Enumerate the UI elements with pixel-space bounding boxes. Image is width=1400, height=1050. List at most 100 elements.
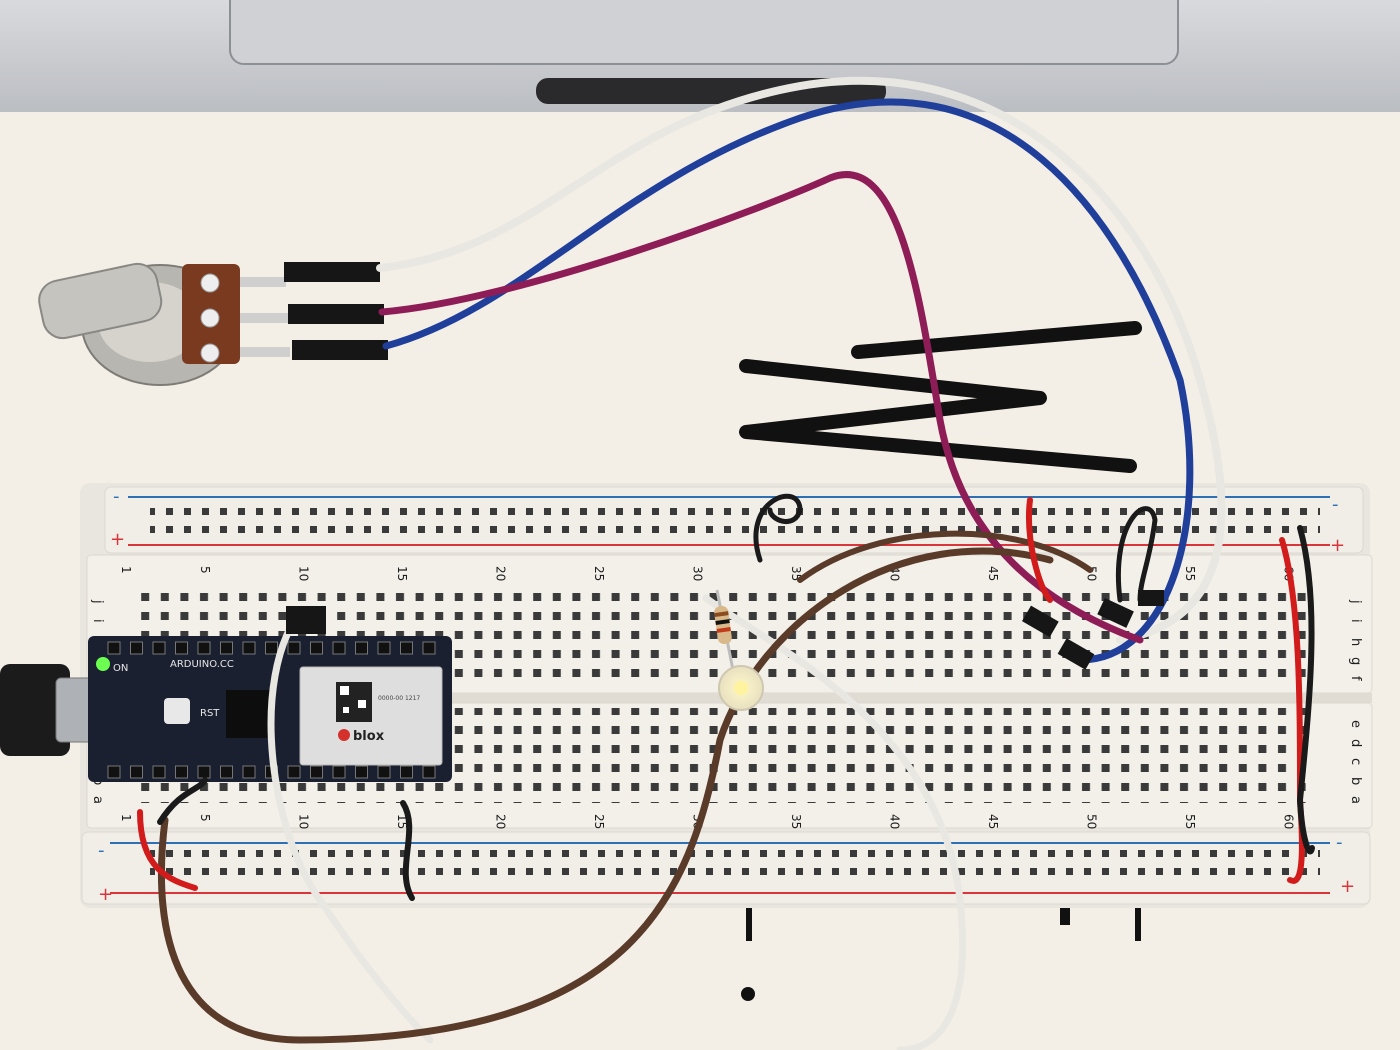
header-pin: [152, 765, 166, 779]
rail-minus-bottom-right: -: [1336, 832, 1343, 853]
header-pin: [377, 641, 391, 655]
column-number-bottom: 35: [789, 814, 803, 829]
row-letter-right: f: [1348, 676, 1363, 681]
header-pin: [107, 641, 121, 655]
rail-plus-top-right: +: [1330, 535, 1345, 556]
header-pin: [220, 641, 233, 655]
header-pin: [422, 765, 436, 779]
wire-black-bottom-jumper: [400, 800, 415, 901]
header-pin: [310, 765, 323, 779]
header-pin: [175, 765, 188, 779]
rail-plus-bottom-right: +: [1340, 876, 1355, 897]
wire-white-long: [267, 608, 434, 1044]
power-led-icon: [96, 657, 110, 671]
column-number-bottom: 1: [119, 814, 133, 822]
header-pin: [400, 641, 413, 655]
header-pin: [310, 641, 323, 655]
column-number-bottom: 60: [1281, 814, 1295, 829]
column-number-bottom: 15: [395, 814, 409, 829]
usb-cable: [0, 664, 70, 756]
jumper-connector-top: [286, 606, 326, 634]
row-letter-right: c: [1348, 758, 1363, 765]
row-letter-right: j: [1348, 599, 1363, 604]
pot-knob-shaft: [38, 262, 163, 340]
column-number-top: 15: [395, 566, 409, 581]
rail-minus-top-right: -: [1332, 494, 1339, 515]
led: [718, 665, 764, 711]
column-number-bottom: 5: [198, 814, 212, 822]
column-number-bottom: 20: [493, 814, 507, 829]
header-pin: [400, 765, 413, 779]
header-pin: [332, 765, 346, 779]
row-letter-right: b: [1348, 777, 1363, 785]
column-number-top: 25: [592, 566, 606, 581]
rail-minus-top-left: -: [113, 486, 120, 507]
header-pin: [265, 641, 278, 655]
on-label: ON: [113, 663, 128, 674]
drawn-marks: [741, 905, 1141, 1001]
column-number-bottom: 40: [887, 814, 901, 829]
header-pin: [175, 641, 188, 655]
column-number-top: 45: [986, 566, 1000, 581]
column-number-top: 55: [1183, 566, 1197, 581]
header-pin: [107, 765, 121, 779]
row-letter-right: g: [1348, 657, 1363, 665]
column-number-top: 10: [296, 566, 310, 581]
header-pin: [242, 765, 256, 779]
row-letter-right: a: [1348, 796, 1363, 804]
column-number-top: 20: [493, 566, 507, 581]
wire-red-right-vertical: [1279, 537, 1305, 884]
header-pin: [220, 765, 233, 779]
row-letter-right: e: [1348, 720, 1363, 728]
header-pin: [355, 765, 368, 779]
row-letter-left: j: [90, 599, 105, 604]
header-pin: [152, 641, 166, 655]
brand-label: ARDUINO.CC: [170, 659, 234, 670]
column-number-top: 5: [198, 566, 212, 574]
arduino-board: ON ARDUINO.CC RST blox 0000-00 1217: [0, 636, 452, 782]
wire-red-left: [137, 809, 198, 891]
wire-black-jumper-top: [753, 493, 803, 563]
column-number-bottom: 50: [1084, 814, 1098, 829]
rail-minus-bottom-left: -: [98, 840, 105, 861]
potentiometer: [38, 262, 388, 386]
board-pins-top: [107, 641, 436, 655]
header-pin: [422, 641, 436, 655]
wire-black-left: [157, 777, 208, 825]
wire-brown-mid: [797, 530, 1093, 583]
header-pin: [355, 641, 368, 655]
row-letters-right: j i h g f e d c b a: [1348, 599, 1363, 804]
wires: [137, 76, 1315, 1050]
column-number-bottom: 55: [1183, 814, 1197, 829]
rail-plus-top-left: +: [110, 529, 125, 550]
module-text: 0000-00 1217: [378, 695, 420, 702]
wire-red-right-top: [1026, 497, 1053, 603]
header-pin: [130, 641, 143, 655]
wire-white-led: [702, 594, 967, 1050]
column-number-bottom: 45: [986, 814, 1000, 829]
row-letter-left: a: [90, 796, 105, 804]
wire-black-right-vertical: [1297, 525, 1315, 855]
header-pin: [197, 765, 211, 779]
module-brand: blox: [353, 729, 385, 744]
row-letter-right: i: [1348, 619, 1363, 623]
row-letter-right: h: [1348, 638, 1363, 646]
board-pins-bottom: [107, 765, 436, 779]
chip: [226, 690, 274, 738]
header-pin: [377, 765, 391, 779]
header-pin: [242, 641, 256, 655]
wire-blue-pot: [382, 98, 1194, 664]
wire-brown-long: [157, 547, 1054, 1044]
top-power-rail: [104, 486, 1364, 554]
column-number-top: 1: [119, 566, 133, 574]
ublox-logo-icon: [338, 729, 350, 741]
column-number-bottom: 25: [592, 814, 606, 829]
row-letter-right: d: [1348, 739, 1363, 747]
column-number-bottom: 10: [296, 814, 310, 829]
laptop: [0, 0, 1400, 118]
wire-white-pot: [376, 76, 1226, 644]
header-pin: [287, 765, 301, 779]
reset-button: [164, 698, 190, 724]
column-number-top: 30: [690, 566, 704, 581]
